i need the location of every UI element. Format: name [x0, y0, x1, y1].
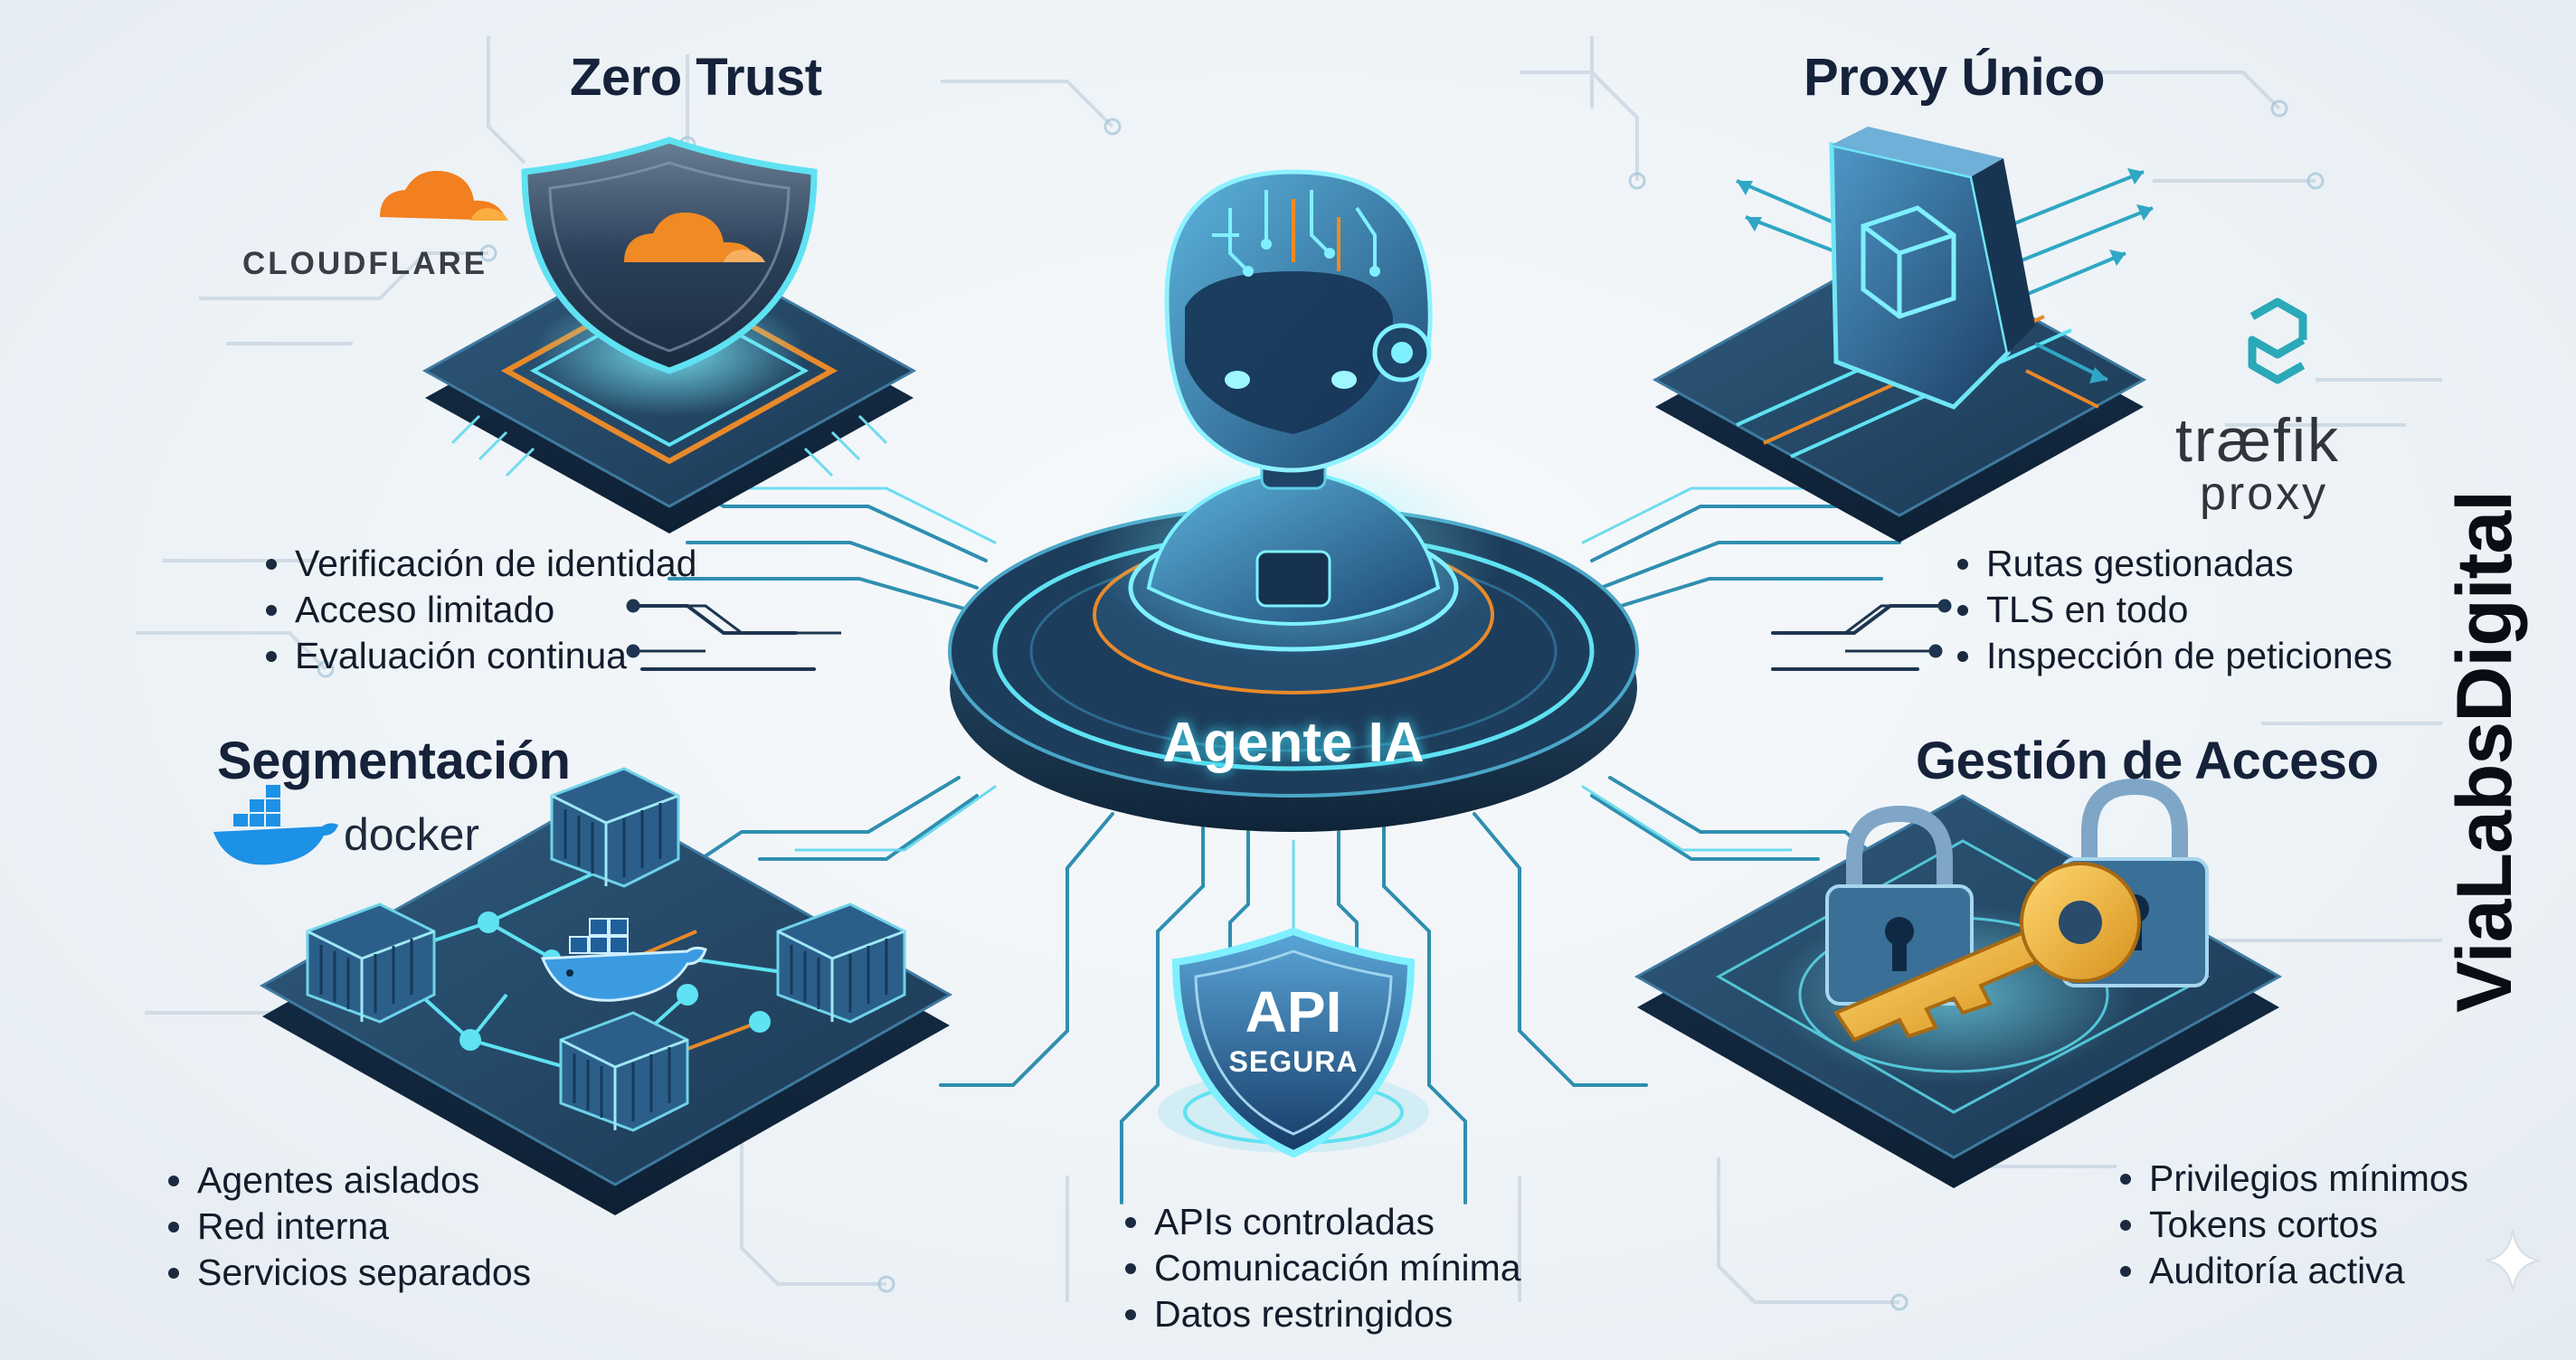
traefik-logo-icon	[2248, 298, 2307, 384]
zero-trust-platform	[421, 137, 917, 534]
list-item: Auditoría activa	[2117, 1248, 2468, 1294]
list-item: Privilegios mínimos	[2117, 1156, 2468, 1202]
traefik-logo-text: træfik	[2175, 406, 2340, 475]
list-item: Tokens cortos	[2117, 1202, 2468, 1248]
api-bullets: APIs controladas Comunicación mínima Dat…	[1122, 1199, 1521, 1337]
proxy-platform	[1652, 127, 2154, 543]
cloudflare-logo	[380, 170, 508, 221]
list-item: Agentes aislados	[165, 1157, 531, 1204]
container-icon	[550, 767, 680, 888]
list-item: Acceso limitado	[262, 587, 696, 633]
segmentacion-bullets: Agentes aislados Red interna Servicios s…	[165, 1157, 531, 1296]
container-icon	[559, 1011, 689, 1132]
center-label: Agente IA	[1162, 712, 1425, 774]
api-shield-label-2: SEGURA	[1228, 1045, 1359, 1078]
proxy-cube-icon	[1829, 127, 2035, 410]
cloudflare-cloud-icon	[624, 212, 765, 262]
acceso-title: Gestión de Acceso	[1916, 732, 2379, 790]
sparkle-icon	[2485, 1229, 2541, 1292]
list-item: Servicios separados	[165, 1250, 531, 1296]
docker-whale-icon	[540, 918, 707, 1002]
api-shield-icon	[1171, 927, 1416, 1158]
list-item: Verificación de identidad	[262, 541, 696, 587]
list-item: Red interna	[165, 1204, 531, 1250]
list-item: APIs controladas	[1122, 1199, 1521, 1245]
segmentacion-title: Segmentación	[217, 732, 571, 790]
connection-traces	[631, 468, 1946, 1204]
proxy-title: Proxy Único	[1804, 48, 2105, 107]
robot-head-icon	[1146, 169, 1441, 627]
list-item: Comunicación mínima	[1122, 1245, 1521, 1291]
brand-watermark: ViaLabsDigital	[2441, 490, 2528, 1013]
api-shield-label-1: API	[1245, 979, 1342, 1044]
zero-trust-bullets: Verificación de identidad Acceso limitad…	[262, 541, 696, 679]
key-icon	[1833, 862, 2141, 1043]
list-item: Inspección de peticiones	[1954, 633, 2392, 679]
docker-logo-text: docker	[344, 809, 480, 860]
acceso-bullets: Privilegios mínimos Tokens cortos Audito…	[2117, 1156, 2468, 1294]
zero-trust-title: Zero Trust	[570, 48, 822, 107]
docker-logo-icon	[213, 785, 338, 865]
traefik-proxy-text: proxy	[2200, 468, 2329, 520]
proxy-bullets: Rutas gestionadas TLS en todo Inspección…	[1954, 541, 2392, 679]
acceso-platform	[1634, 778, 2283, 1188]
leader-lines	[626, 599, 1952, 658]
list-item: Datos restringidos	[1122, 1291, 1521, 1337]
list-item: Rutas gestionadas	[1954, 541, 2392, 587]
container-icon	[306, 902, 436, 1024]
list-item: Evaluación continua	[262, 633, 696, 679]
list-item: TLS en todo	[1954, 587, 2392, 633]
segmentacion-platform	[259, 767, 953, 1215]
cloudflare-logo-text: CLOUDFLARE	[242, 246, 488, 281]
container-icon	[776, 902, 906, 1024]
